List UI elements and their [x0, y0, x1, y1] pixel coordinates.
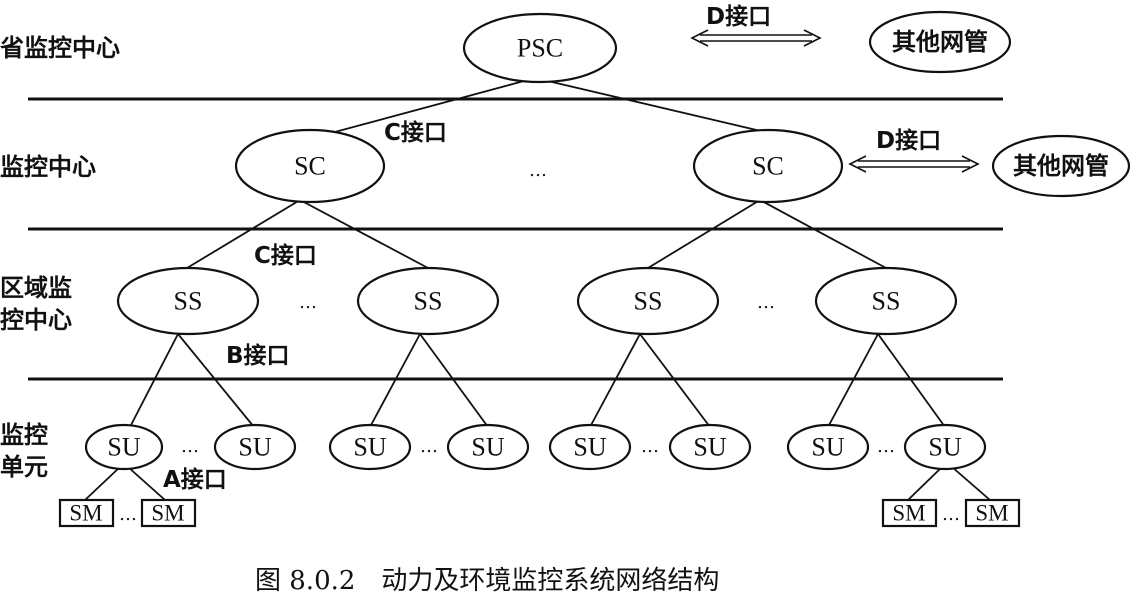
d-interface-label-top: D接口 — [706, 4, 771, 30]
sm-box-4 — [964, 498, 1021, 528]
level-label-center: 监控中心 — [0, 153, 96, 181]
ss-node-4 — [814, 266, 958, 336]
d-interface-arrow-top — [690, 29, 822, 47]
ss-label-4: SS — [872, 287, 901, 316]
ellipsis-su-3: … — [641, 436, 659, 457]
su-node-8 — [903, 423, 987, 471]
su-label-1: SU — [107, 433, 140, 462]
sm-label-2: SM — [151, 501, 184, 526]
ellipsis-ss-right: … — [757, 292, 775, 313]
sm-label-4: SM — [975, 501, 1008, 526]
su-label-3: SU — [353, 433, 386, 462]
ellipsis-sm-right: … — [942, 504, 960, 525]
su-label-4: SU — [471, 433, 504, 462]
su-node-1 — [84, 423, 164, 471]
ss-node-2 — [356, 266, 500, 336]
sm-label-3: SM — [892, 501, 925, 526]
ss-label-3: SS — [634, 287, 663, 316]
d-interface-label-center: D接口 — [876, 128, 941, 154]
sm-box-1 — [58, 498, 115, 528]
ellipsis-ss-left: … — [299, 292, 317, 313]
other-nms-label-center: 其他网管 — [1013, 152, 1109, 180]
other-nms-node-top — [868, 10, 1012, 74]
sm-label-1: SM — [69, 501, 102, 526]
ss-label-1: SS — [174, 287, 203, 316]
level-label-unit-line2: 单元 — [0, 453, 48, 481]
su-node-3 — [328, 423, 412, 471]
sc-node-left — [234, 128, 386, 204]
su-label-7: SU — [811, 433, 844, 462]
su-node-7 — [786, 423, 870, 471]
su-node-6 — [668, 423, 752, 471]
su-node-4 — [446, 423, 530, 471]
sc-node-right — [692, 128, 844, 204]
su-label-6: SU — [693, 433, 726, 462]
b-interface-label: B接口 — [226, 343, 290, 369]
psc-node — [462, 12, 618, 84]
level-label-regional-line1: 区域监 — [0, 274, 72, 302]
other-nms-node-center — [991, 134, 1131, 198]
c-interface-label-upper: C接口 — [384, 120, 447, 146]
figure-caption: 图 8.0.2 动力及环境监控系统网络结构 — [255, 566, 719, 596]
su-label-5: SU — [573, 433, 606, 462]
su-label-2: SU — [238, 433, 271, 462]
sc-label-left: SC — [294, 152, 326, 181]
psc-label: PSC — [517, 34, 563, 63]
edges — [84, 77, 991, 501]
sc-label-right: SC — [752, 152, 784, 181]
ellipsis-su-1: … — [181, 436, 199, 457]
ellipsis-sc: … — [529, 160, 547, 181]
other-nms-label-top: 其他网管 — [892, 28, 988, 56]
d-interface-arrow-center — [848, 155, 980, 173]
a-interface-label: A接口 — [163, 467, 227, 493]
ss-node-1 — [116, 266, 260, 336]
ellipsis-sm-left: … — [119, 504, 137, 525]
sm-box-2 — [140, 498, 197, 528]
su-label-8: SU — [928, 433, 961, 462]
ss-label-2: SS — [414, 287, 443, 316]
su-node-5 — [548, 423, 632, 471]
ss-node-3 — [576, 266, 720, 336]
ellipsis-su-2: … — [420, 436, 438, 457]
level-label-unit-line1: 监控 — [0, 421, 48, 449]
level-label-province: 省监控中心 — [0, 34, 120, 62]
ellipsis-su-4: … — [877, 436, 895, 457]
c-interface-label-lower: C接口 — [254, 243, 317, 269]
sm-box-3 — [881, 498, 938, 528]
su-node-2 — [213, 423, 297, 471]
level-label-regional-line2: 控中心 — [0, 306, 72, 334]
